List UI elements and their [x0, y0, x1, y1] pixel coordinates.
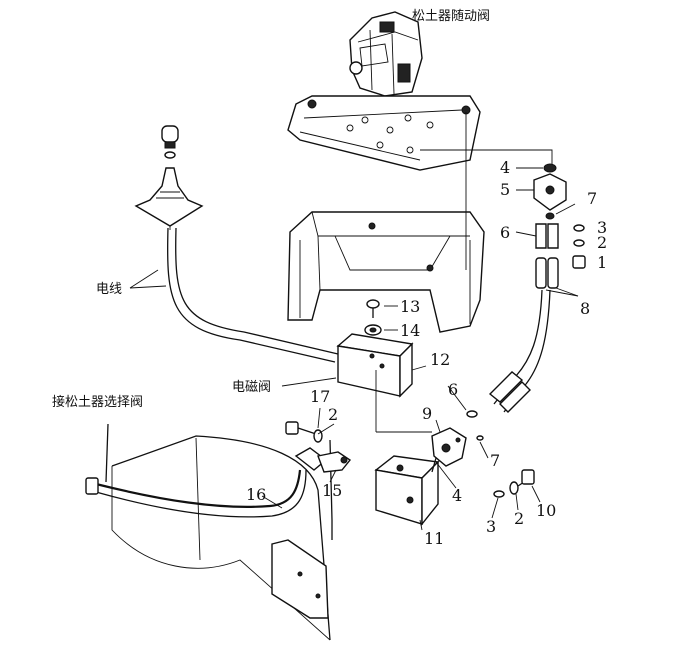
callout-7-top: 7	[587, 189, 597, 208]
valve-block	[374, 455, 440, 526]
callout-9: 9	[422, 404, 432, 423]
callout-7-mid: 7	[490, 451, 500, 470]
support-stand	[287, 112, 553, 333]
callout-10: 10	[536, 501, 556, 520]
label-solenoid-valve: 电磁阀	[232, 380, 271, 395]
callout-4-mid: 4	[452, 486, 462, 505]
hoses-8	[488, 257, 559, 413]
callout-2-bottom: 2	[514, 509, 524, 528]
bracket-9	[431, 410, 484, 473]
elbow-fitting	[317, 451, 352, 473]
callout-1: 1	[597, 253, 607, 272]
callout-6-mid: 6	[448, 380, 458, 399]
bracket-5	[533, 163, 567, 249]
callout-8: 8	[580, 299, 590, 318]
callout-13: 13	[400, 297, 420, 316]
label-ripper-follow-valve: 松土器随动阀	[412, 9, 490, 24]
callout-2-top: 2	[597, 233, 607, 252]
bolt-10	[493, 469, 535, 498]
bolt-1	[572, 224, 586, 269]
callout-16: 16	[246, 485, 266, 504]
bolt-13	[364, 299, 382, 336]
mounting-plate	[287, 95, 481, 171]
ripper-follow-valve	[349, 11, 423, 97]
solenoid-valve	[336, 333, 432, 433]
label-wire: 电线	[96, 282, 122, 297]
callout-3-top: 3	[597, 218, 607, 237]
callout-15: 15	[322, 481, 342, 500]
bolt-17	[285, 421, 323, 443]
callout-4-top: 4	[500, 158, 510, 177]
callout-12: 12	[430, 350, 450, 369]
cab-panel	[111, 435, 331, 641]
callout-11: 11	[424, 529, 444, 548]
callout-14: 14	[400, 321, 420, 340]
callout-17: 17	[310, 387, 330, 406]
callout-6-top: 6	[500, 223, 510, 242]
label-ripper-selector-valve: 接松土器选择阀	[52, 394, 143, 410]
callout-2-mid: 2	[328, 405, 338, 424]
callout-5: 5	[500, 180, 510, 199]
callout-3-bottom: 3	[486, 517, 496, 536]
leader-lines	[129, 167, 579, 433]
hose	[85, 423, 333, 540]
wire	[167, 227, 339, 363]
joystick	[134, 125, 204, 230]
